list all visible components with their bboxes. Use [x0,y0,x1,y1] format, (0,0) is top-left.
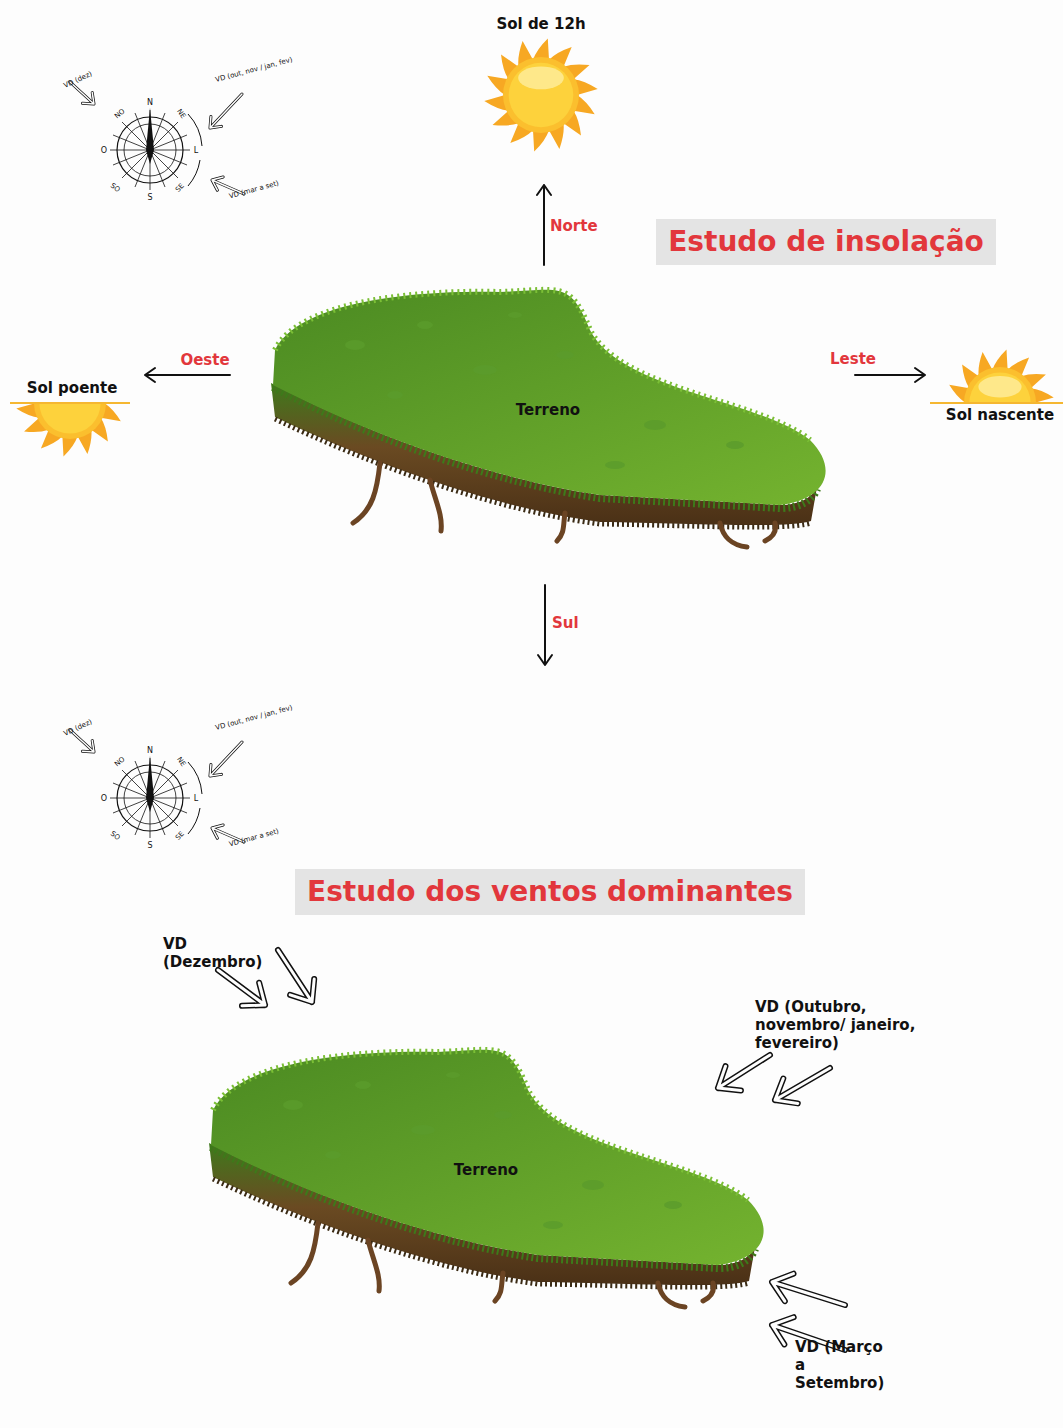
direction-label: Leste [830,350,876,368]
direction-label: Sul [552,614,579,632]
terrain-label: Terreno [516,401,580,419]
wind-arrow [218,970,265,1006]
direction-label: Oeste [180,351,229,369]
heading-text: Estudo de insolação [668,225,984,258]
wind-arrow [278,950,314,1002]
wind-arrow [718,1055,770,1091]
direction-label: VD (Outubro, novembro/ janeiro, fevereir… [755,998,960,1052]
sun-disc [509,63,574,128]
wind-arrow [772,1274,845,1305]
direction-arrow [537,185,551,265]
sun [946,349,1053,402]
heading-text: Estudo dos ventos dominantes [307,875,793,908]
direction-arrow [855,368,925,382]
section-heading: Estudo de insolação [656,219,996,265]
wind-arrow [718,1055,770,1091]
compass-label: NE [175,756,187,769]
wind-arrow [278,950,314,1002]
sun-rays [484,38,597,151]
compass-label: NE [175,108,187,121]
compass-label: SO [109,182,122,195]
terrain: Terreno [203,1035,783,1325]
sun-disc [39,404,100,434]
direction-label: VD (Dezembro) [163,935,273,971]
direction-label: Sol de 12h [496,15,585,33]
direction-arrow [538,585,552,665]
terrain-shape [265,275,845,565]
direction-label: Norte [550,217,598,235]
wind-arrow [210,94,242,128]
compass-label: N [147,746,153,756]
direction-label: Sol nascente [946,406,1054,424]
compass-label: S [147,841,152,851]
compass-label: SE [174,830,186,842]
wind-arrow [772,1274,845,1305]
compass-label: VD (mar a set) [228,179,280,200]
sun-disc [969,372,1030,402]
wind-arrow [218,970,265,1006]
sun-rays [16,404,123,457]
sun-shine [518,67,564,90]
sun-disc [964,367,1036,402]
compass-label: L [194,146,198,156]
sun-shine [978,376,1021,398]
compass-label: VD (mar a set) [228,827,280,848]
sun-disc [34,404,106,439]
sun-rays [946,349,1053,402]
terrain-shape [203,1035,783,1325]
direction-label: VD (Março a Setembro) [795,1338,890,1392]
wind-arrow [210,742,242,776]
compass-label: O [101,794,107,804]
wind-arrow [210,94,242,128]
wind-arrow [210,742,242,776]
sun-disc [503,57,579,133]
compass-label: N [147,98,153,108]
compass-label: SE [174,182,186,194]
terrain-label: Terreno [454,1161,518,1179]
compass-label: L [194,794,198,804]
compass-label: S [147,193,152,203]
wind-arrow [775,1068,830,1103]
terrain: Terreno [265,275,845,565]
compass-label: NO [113,755,127,768]
compass-label: VD (dez) [62,718,93,738]
sun [16,404,123,457]
compass-label: VD (out, nov / jan, fev) [215,704,294,733]
wind-arrow [775,1068,830,1103]
direction-label: Sol poente [27,379,118,397]
sun [484,38,597,151]
compass-label: SO [109,830,122,843]
compass-label: NO [113,107,127,120]
compass-label: VD (out, nov / jan, fev) [215,56,294,85]
compass-label: VD (dez) [62,70,93,90]
compass-label: O [101,146,107,156]
section-heading: Estudo dos ventos dominantes [295,869,805,915]
direction-arrow [145,368,230,382]
